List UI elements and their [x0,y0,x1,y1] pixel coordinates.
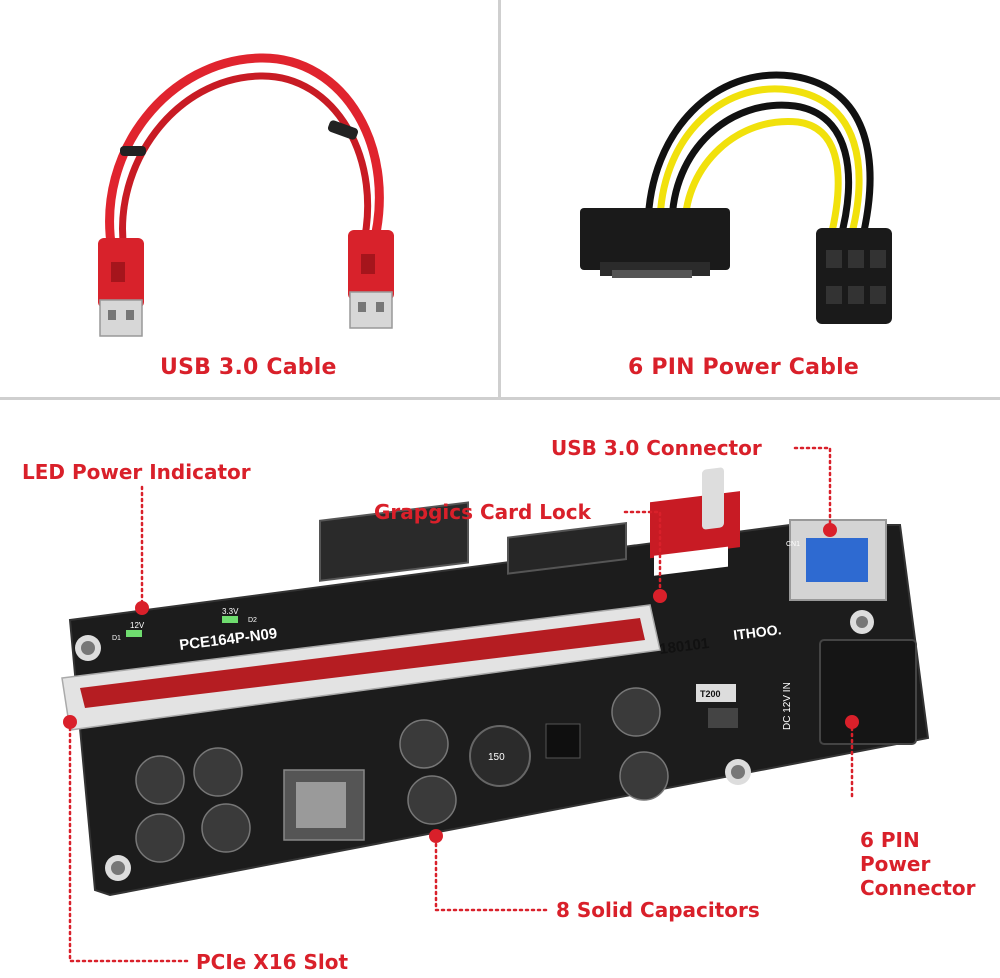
inductor-text: 150 [488,752,505,763]
power-cable-image [580,71,892,324]
riser-board: PCE164P-N09 180101 ITHOO. 12V 3.3V D1 D2… [61,467,930,897]
led-12v [126,630,142,637]
led-33v [222,616,238,623]
callout-pin-line2: Power [860,852,931,876]
d1-text: D1 [112,635,121,642]
callout-pin-connector: 6 PIN Power Connector [860,828,975,900]
usb-cable-caption: USB 3.0 Cable [160,355,337,380]
callout-dots [63,523,859,843]
horizontal-divider [0,397,1000,400]
vertical-divider [498,0,501,398]
callout-pcie-slot: PCIe X16 Slot [196,950,349,974]
board-brand-text: ITHOO. [732,621,782,643]
d2-text: D2 [248,617,257,624]
led-12v-text: 12V [130,621,145,630]
callout-pin-line3: Connector [860,876,976,900]
callout-led-indicator: LED Power Indicator [22,460,251,484]
cn1-text: CN1 [786,541,800,548]
callout-card-lock: Grapgics Card Lock [374,500,591,524]
led-33v-text: 3.3V [222,607,239,616]
usb-cable-image [98,53,394,337]
callout-leaders [68,446,854,963]
dc-in-text: DC 12V IN [782,682,793,730]
callout-usb-connector: USB 3.0 Connector [551,436,762,460]
callout-capacitors: 8 Solid Capacitors [556,898,760,922]
power-cable-caption: 6 PIN Power Cable [628,355,859,380]
board-serial-text: 180101 [658,635,710,658]
fuse-text: T200 [700,689,721,699]
callout-pin-line1: 6 PIN [860,828,920,852]
